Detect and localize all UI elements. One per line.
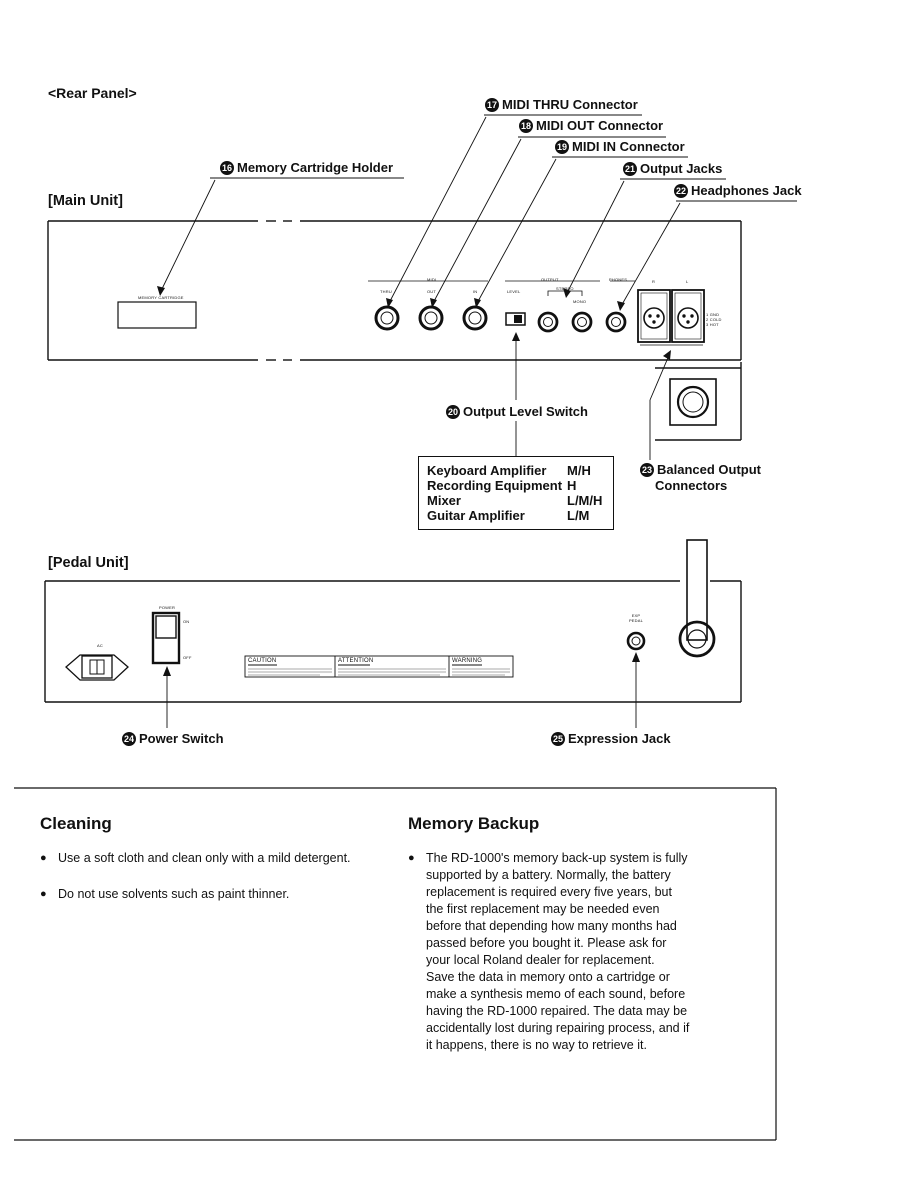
panel-text-output: OUTPUT [541,277,559,282]
panel-text-phones: PHONES [609,277,628,282]
panel-text-exp-pedal: EXP PEDAL [628,613,644,623]
ac-inlet [65,654,129,681]
panel-text-thru: THRU [380,289,392,294]
output-jack-l-mono [571,311,593,333]
main-unit-label: [Main Unit] [48,193,123,209]
panel-text-warning: WARNING [452,658,483,664]
panel-text-mono: MONO [573,299,587,304]
memory-backup-text: ● The RD-1000's memory back-up system is… [408,851,690,1052]
panel-text-off: OFF [183,655,192,660]
midi-in-port [462,305,488,331]
panel-text-power: POWER [159,605,176,610]
caution-label [244,655,514,678]
panel-text-level: LEVEL [507,289,521,294]
balanced-output-l [671,289,705,343]
memory-cartridge-slot [117,301,197,329]
cleaning-list: ●Use a soft cloth and clean only with a … [40,850,370,903]
main-unit-panel [47,220,742,441]
panel-text-midi: MIDI [427,277,437,282]
pedal-unit-panel [44,580,742,703]
midi-thru-port [374,305,400,331]
panel-text-on: ON [183,619,190,624]
panel-text-memory-cartridge: MEMORY CARTRIDGE [138,295,184,300]
panel-text-l: L [686,279,689,284]
output-jack-r [537,311,559,333]
panel-text-attention: ATTENTION [338,658,374,664]
panel-text-stereo: STEREO [556,286,574,291]
memory-backup-title: Memory Backup [408,814,540,833]
panel-text-out: OUT [427,289,437,294]
panel-text-caution: CAUTION [248,658,277,664]
panel-text-in: IN [473,289,478,294]
power-switch [151,611,181,665]
list-item: ●Use a soft cloth and clean only with a … [40,851,351,865]
list-item: ●Do not use solvents such as paint thinn… [40,887,290,901]
panel-text-ac: AC [97,643,103,648]
pedal-cable [678,539,716,658]
balanced-output-r [637,289,671,343]
expression-jack [626,631,646,651]
midi-out-port [418,305,444,331]
pedal-unit-label: [Pedal Unit] [48,555,129,571]
pedal-unit-connector [669,378,717,426]
cleaning-title: Cleaning [40,814,112,833]
rear-panel-title: <Rear Panel> [48,85,137,101]
headphones-jack [605,311,627,333]
panel-text-r: R [652,279,656,284]
